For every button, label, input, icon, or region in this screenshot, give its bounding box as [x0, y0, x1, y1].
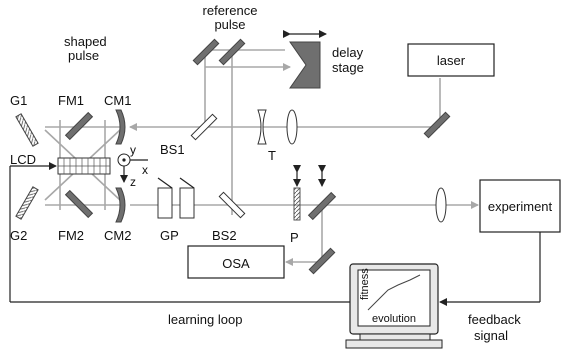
telescope-lens-2 — [286, 109, 298, 145]
feedback-label-2: signal — [474, 328, 508, 343]
laser-box — [407, 43, 495, 77]
gp-label: GP — [160, 228, 179, 243]
x-axis-label: x — [142, 163, 148, 177]
shaped-pulse-label-1: shaped — [64, 34, 107, 49]
evolution-label: evolution — [372, 313, 416, 325]
curved-mirror-cm1 — [115, 109, 126, 145]
delay-stage-reflector — [289, 41, 321, 89]
learning-loop-label: learning loop — [168, 312, 242, 327]
polarizer-p — [293, 187, 301, 221]
curved-mirror-cm2 — [115, 187, 126, 223]
bs1-splitter — [190, 113, 218, 141]
grating-g1 — [15, 113, 39, 147]
y-axis-label: y — [130, 143, 136, 157]
fitness-label: fitness — [359, 268, 371, 300]
delay-stage-label-2: stage — [332, 60, 364, 75]
computer — [345, 263, 443, 349]
delay-stage-label-1: delay — [332, 45, 364, 60]
fold-mirror-fm2 — [64, 189, 94, 219]
fold-mirror-fm1 — [64, 111, 94, 141]
osa-box — [187, 245, 285, 279]
fm2-label: FM2 — [58, 228, 84, 243]
flip-mirror — [307, 191, 337, 221]
gp-block-2 — [179, 187, 195, 219]
reference-pulse-label-2: pulse — [214, 17, 245, 32]
t-label: T — [268, 148, 276, 163]
p-label: P — [290, 230, 299, 245]
z-axis-label: z — [130, 175, 136, 189]
shaped-pulse-label-2: pulse — [68, 48, 99, 63]
grating-g2 — [15, 186, 39, 220]
osa-mirror — [308, 247, 336, 275]
feedback-label-1: feedback — [468, 312, 521, 327]
lcd-label: LCD — [10, 152, 36, 167]
feedback-loop — [9, 162, 541, 306]
cm1-label: CM1 — [104, 93, 131, 108]
reference-mirror-2 — [218, 38, 246, 66]
bs1-label: BS1 — [160, 142, 185, 157]
experiment-label: experiment — [488, 199, 553, 214]
focusing-lens — [435, 187, 447, 223]
fold-mirror — [423, 111, 451, 139]
fm1-label: FM1 — [58, 93, 84, 108]
beam-paths — [44, 49, 479, 266]
reference-pulse-label-1: reference — [203, 3, 258, 18]
reference-mirror-1 — [192, 38, 220, 66]
telescope-lens-1 — [257, 109, 267, 145]
experiment-box — [479, 179, 561, 233]
bs2-splitter — [218, 191, 246, 219]
bs2-label: BS2 — [212, 228, 237, 243]
laser-label: laser — [437, 53, 466, 68]
cm2-label: CM2 — [104, 228, 131, 243]
osa-label: OSA — [222, 256, 250, 271]
gp-block-1 — [157, 187, 173, 219]
g1-label: G1 — [10, 93, 27, 108]
g2-label: G2 — [10, 228, 27, 243]
